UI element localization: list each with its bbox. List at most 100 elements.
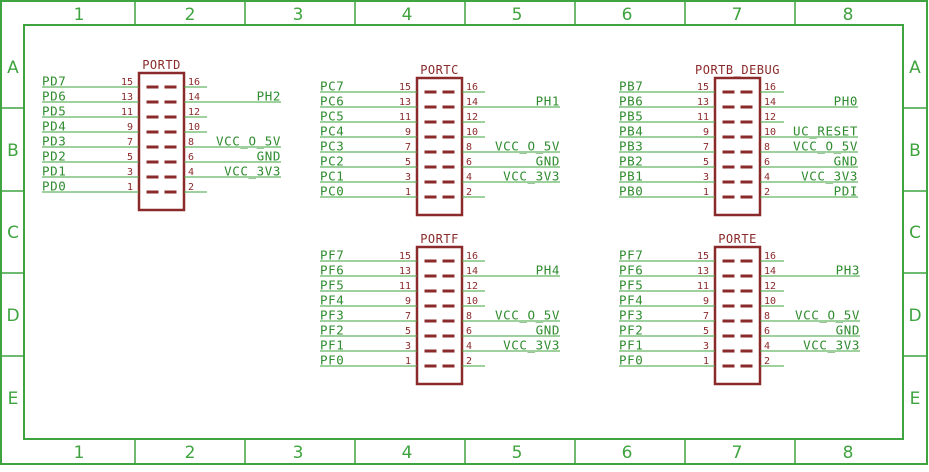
signal-label-right: PH2 <box>257 89 281 104</box>
signal-label-left: PF3 <box>619 308 643 323</box>
pin-number-left: 7 <box>703 311 709 322</box>
pin-number-left: 11 <box>399 112 411 123</box>
pin-number-right: 4 <box>764 172 770 183</box>
signal-label-right: VCC_O_5V <box>793 139 858 154</box>
signal-label-right: UC_RESET <box>793 124 858 139</box>
signal-label-left: PB2 <box>619 154 643 169</box>
pin-number-left: 3 <box>127 167 133 178</box>
pin-number-right: 14 <box>466 266 478 277</box>
signal-label-left: PC5 <box>320 109 344 124</box>
pin-number-right: 16 <box>466 82 478 93</box>
pin-number-right: 8 <box>764 142 770 153</box>
signal-label-right: VCC_O_5V <box>495 308 560 323</box>
pin-number-left: 11 <box>121 107 133 118</box>
signal-label-right: GND <box>834 154 858 169</box>
pin-number-right: 10 <box>764 127 776 138</box>
pin-number-right: 16 <box>764 82 776 93</box>
signal-label-left: PD7 <box>42 74 66 89</box>
pin-number-right: 8 <box>466 142 472 153</box>
signal-label-right: GND <box>536 154 560 169</box>
pin-number-right: 10 <box>466 296 478 307</box>
pin-number-right: 16 <box>764 251 776 262</box>
pin-number-left: 5 <box>405 326 411 337</box>
connector-body <box>415 245 464 386</box>
signal-label-right: PH0 <box>834 94 858 109</box>
signal-label-left: PF2 <box>619 323 643 338</box>
pin-number-left: 13 <box>399 266 411 277</box>
pin-number-left: 1 <box>405 187 411 198</box>
zone-col-label-bottom: 4 <box>402 443 413 463</box>
pin-number-right: 2 <box>466 187 472 198</box>
pin-number-right: 6 <box>188 152 194 163</box>
pin-number-left: 11 <box>697 112 709 123</box>
pin-number-right: 10 <box>466 127 478 138</box>
pin-number-right: 14 <box>188 92 200 103</box>
pin-number-right: 12 <box>466 112 478 123</box>
signal-label-left: PF4 <box>619 293 643 308</box>
signal-label-left: PC2 <box>320 154 344 169</box>
signal-label-left: PC3 <box>320 139 344 154</box>
signal-label-left: PB7 <box>619 79 643 94</box>
signal-label-left: PD4 <box>42 119 66 134</box>
pin-number-right: 4 <box>764 341 770 352</box>
pin-number-left: 13 <box>399 97 411 108</box>
signal-label-right: VCC_O_5V <box>216 134 281 149</box>
zone-col-label-top: 2 <box>185 5 196 25</box>
zone-col-label-top: 1 <box>74 5 85 25</box>
pin-number-left: 13 <box>697 97 709 108</box>
signal-label-right: VCC_3V3 <box>803 338 860 353</box>
zone-row-label-left: E <box>8 389 19 409</box>
zone-col-label-top: 3 <box>293 5 304 25</box>
signal-label-right: VCC_3V3 <box>224 164 281 179</box>
signal-label-right: VCC_3V3 <box>503 338 560 353</box>
signal-label-left: PB5 <box>619 109 643 124</box>
pin-number-left: 15 <box>697 82 709 93</box>
pin-number-left: 15 <box>399 82 411 93</box>
pin-number-left: 1 <box>127 182 133 193</box>
zone-col-label-top: 8 <box>843 5 854 25</box>
zone-col-label-top: 6 <box>622 5 633 25</box>
connector-body <box>415 76 464 217</box>
pin-number-left: 5 <box>703 157 709 168</box>
signal-label-right: PDI <box>834 184 858 199</box>
zone-col-label-top: 5 <box>512 5 523 25</box>
pin-number-left: 5 <box>127 152 133 163</box>
pin-number-right: 6 <box>764 157 770 168</box>
signal-label-left: PF0 <box>619 353 643 368</box>
pin-number-left: 3 <box>703 341 709 352</box>
signal-label-left: PF6 <box>619 263 643 278</box>
signal-label-left: PB0 <box>619 184 643 199</box>
inner-frame <box>23 24 904 440</box>
connector-body <box>713 245 762 386</box>
zone-row-label-right: A <box>909 58 921 78</box>
pin-number-right: 12 <box>764 281 776 292</box>
connector-title: PORTB_DEBUG <box>695 63 780 77</box>
pin-number-left: 5 <box>703 326 709 337</box>
pin-number-left: 1 <box>405 356 411 367</box>
pin-number-right: 2 <box>764 356 770 367</box>
signal-label-left: PC7 <box>320 79 344 94</box>
signal-label-left: PB1 <box>619 169 643 184</box>
pin-number-right: 10 <box>188 122 200 133</box>
signal-label-left: PF7 <box>320 248 344 263</box>
signal-label-right: PH4 <box>536 263 560 278</box>
pin-number-left: 7 <box>703 142 709 153</box>
signal-label-left: PF6 <box>320 263 344 278</box>
signal-label-left: PF5 <box>320 278 344 293</box>
zone-row-label-left: B <box>7 141 19 161</box>
pin-number-right: 4 <box>466 172 472 183</box>
pin-number-right: 4 <box>466 341 472 352</box>
pin-number-right: 14 <box>764 266 776 277</box>
pin-number-right: 2 <box>764 187 770 198</box>
signal-label-right: PH3 <box>836 263 860 278</box>
pin-number-left: 9 <box>405 127 411 138</box>
pin-number-left: 3 <box>405 172 411 183</box>
pin-number-right: 2 <box>466 356 472 367</box>
pin-number-right: 14 <box>466 97 478 108</box>
pin-number-right: 12 <box>466 281 478 292</box>
zone-row-label-right: C <box>909 223 921 243</box>
